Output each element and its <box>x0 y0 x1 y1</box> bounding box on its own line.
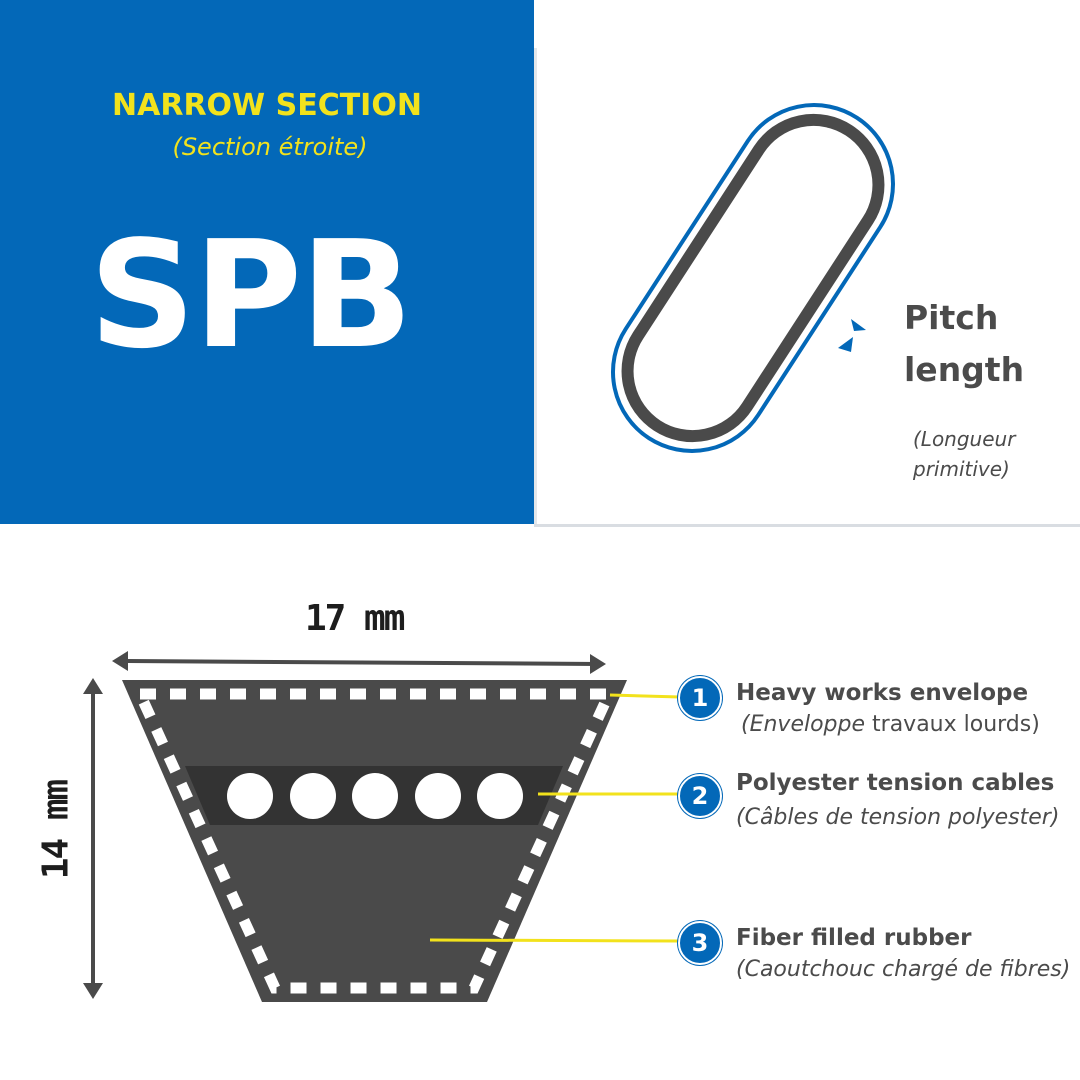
width-dimension-line <box>117 659 601 666</box>
belt-loop-icon <box>611 103 895 453</box>
tension-cable <box>227 773 273 819</box>
legend-sub-3-italic: (Caoutchouc chargé de fibres) <box>736 957 1071 982</box>
leader-line-1 <box>609 693 681 699</box>
panel-divider-vertical <box>534 48 537 524</box>
pitch-length-label: Pitch length <box>904 292 1024 396</box>
pitch-arrow-icon <box>838 337 853 352</box>
arrow-right-icon <box>590 654 606 674</box>
tension-cable <box>352 773 398 819</box>
arrow-up-icon <box>83 678 103 694</box>
width-dimension-label: 17 mm <box>305 598 405 639</box>
panel-divider-horizontal <box>534 524 1080 527</box>
belt-loop <box>621 113 885 443</box>
belt-code: SPB <box>89 209 413 381</box>
tension-cable <box>477 773 523 819</box>
legend-title-1: Heavy works envelope <box>736 680 1029 706</box>
spb-header-panel <box>0 0 534 524</box>
legend-title-3: Fiber filled rubber <box>736 925 972 951</box>
legend-sub-1-italic: (Enveloppe <box>741 712 866 737</box>
height-dimension-label: 14 mm <box>35 780 77 880</box>
legend-sub-1: (Enveloppe travaux lourds) <box>741 712 1040 737</box>
legend-sub-3: (Caoutchouc chargé de fibres) <box>736 957 1070 982</box>
pitch-fr-line2: primitive) <box>913 457 1010 481</box>
leader-line-3 <box>429 938 681 943</box>
pitch-label-line2: length <box>904 350 1025 389</box>
arrow-left-icon <box>112 651 128 671</box>
legend-number-badge: 3 <box>678 921 722 965</box>
arrow-down-icon <box>83 983 103 999</box>
legend-number-badge: 2 <box>678 774 722 818</box>
pitch-fr-line1: (Longueur <box>913 427 1016 451</box>
tension-cable <box>415 773 461 819</box>
pitch-label-line1: Pitch <box>904 298 999 337</box>
legend-title-2: Polyester tension cables <box>736 770 1055 796</box>
legend-number-badge: 1 <box>678 676 722 720</box>
legend-sub-1-rest: travaux lourds) <box>865 712 1040 737</box>
envelope-dashes <box>131 688 618 994</box>
pitch-arrow-icon <box>851 319 866 331</box>
section-title: NARROW SECTION <box>112 88 422 123</box>
section-subtitle: (Section étroite) <box>172 133 368 161</box>
pitch-length-fr-label: (Longueur primitive) <box>913 424 1015 484</box>
legend-sub-2: (Câbles de tension polyester) <box>736 805 1059 830</box>
belt-cross-section <box>122 680 627 1002</box>
tension-cable <box>290 773 336 819</box>
legend-sub-2-italic: (Câbles de tension polyester) <box>736 805 1060 830</box>
pitch-line <box>611 103 895 453</box>
